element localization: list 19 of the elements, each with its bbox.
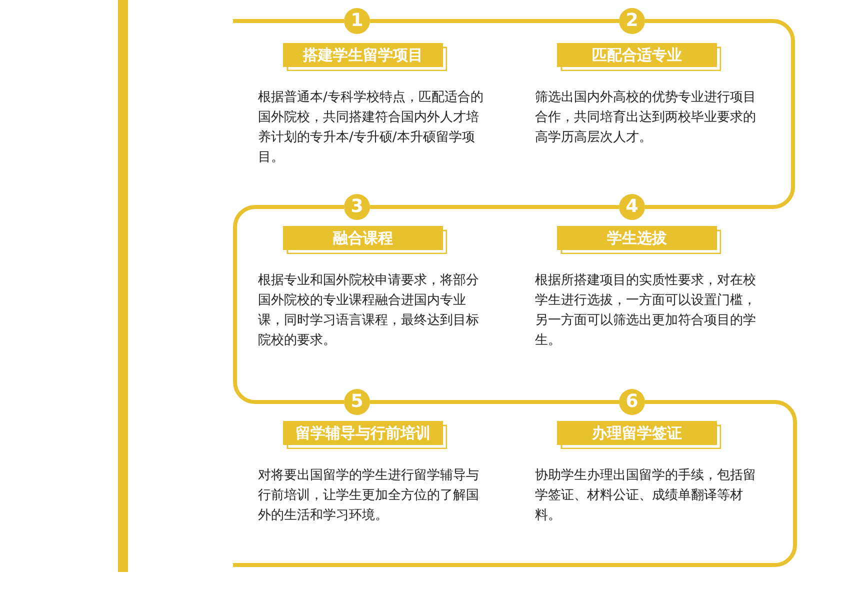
step-number-circle: 5 <box>344 389 370 415</box>
description-text: 筛选出国内外高校的优势专业进行项目合作，共同培育出达到两校毕业要求的高学历高层次人才。 <box>535 89 757 147</box>
connector-line <box>233 205 344 404</box>
connector-line <box>233 400 797 567</box>
step-number-circle: 2 <box>619 8 645 34</box>
description-text: 协助学生办理出国留学的手续，包括留学签证、材料公证、成绩单翻译等材料。 <box>535 467 757 525</box>
step-number-circle: 6 <box>619 389 645 415</box>
connector-line <box>233 19 344 23</box>
connector-line <box>370 400 619 404</box>
connector-line <box>370 205 619 209</box>
step-number-circle: 4 <box>619 194 645 220</box>
description-text: 根据所搭建项目的实质性要求，对在校学生进行选拔，一方面可以设置门槛，另一方面可以筛选出更加符合项目的学生。 <box>535 272 757 350</box>
description-text: 根据普通本/专科学校特点，匹配适合的国外院校，共同搭建符合国内外人才培养计划的专升本/专升硕/本升硕留学项目。 <box>258 88 484 167</box>
connector-line <box>645 19 795 209</box>
connector-line <box>370 19 619 23</box>
step-number-circle: 3 <box>344 194 370 220</box>
description-text: 根据专业和国外院校申请要求，将部分国外院校的专业课程融合进国内专业课，同时学习语言课程，最终达到目标院校的要求。 <box>258 272 480 350</box>
step-number-circle: 1 <box>344 8 370 34</box>
description-text: 对将要出国留学的学生进行留学辅导与行前培训，让学生更加全方位的了解国外的生活和学习环境。 <box>258 467 480 525</box>
